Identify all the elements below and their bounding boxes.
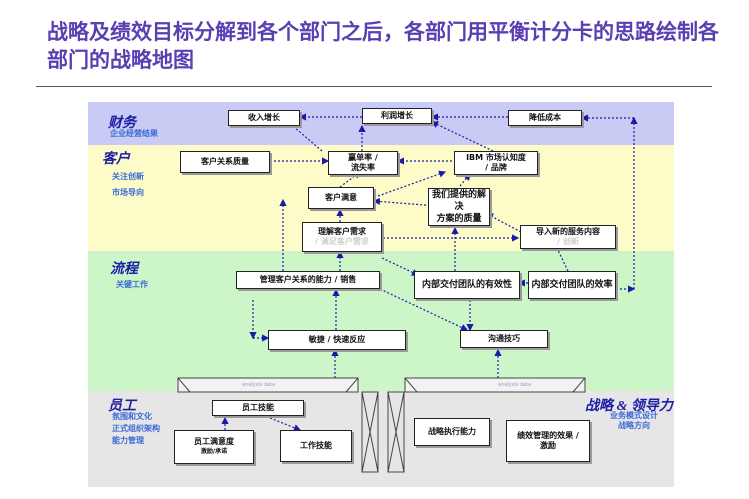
label-financial: 财务 [108,116,136,131]
box-customer-satisfaction: 客户满意 [308,187,374,209]
box-agile-response: 敏捷 / 快速反应 [268,330,406,350]
box-delivery-effectiveness: 内部交付团队的有效性 [414,271,520,299]
new-service-line-1: 导入新的服务内容 [536,227,600,236]
box-cost-reduction: 降低成本 [508,110,582,126]
title-divider [36,86,712,87]
box-ibm-brand: IBM 市场认知度 / 品牌 [454,151,538,175]
box-communication-skills: 沟通技巧 [460,330,548,348]
sub-employee-2: 正式组织架构 [112,424,160,433]
solution-line-1: 我们提供的解决 [431,190,486,212]
sub-employee-1: 氛围和文化 [112,412,152,421]
ibm-line-1: IBM 市场认知度 [466,153,526,162]
emp-sat-line-1: 员工满意度 [194,437,234,446]
box-understand-customer-needs: 理解客户需求 / 满足客户需求 [302,222,382,252]
box-work-skills: 工作技能 [280,430,352,462]
tiny-text-left: analysis data [242,382,276,388]
box-win-loss-rate: 赢单率 / 流失率 [328,151,398,175]
win-rate-line-1: 赢单率 / [348,153,378,162]
win-rate-line-2: 流失率 [351,163,375,172]
box-customer-relationship-quality: 客户关系质量 [180,151,270,173]
tiny-text-right: analysis data [498,382,532,388]
solution-line-2: 方案的质量 [436,214,482,224]
understand-line-2: / 满足客户需求 [315,237,369,246]
emp-sat-line-2: 激励/承诺 [200,448,228,455]
box-profit-growth: 利润增长 [362,108,432,124]
box-employee-skills: 员工技能 [212,400,304,416]
sub-employee-3: 能力管理 [112,436,144,445]
page-title: 战略及绩效目标分解到各个部门之后，各部门用平衡计分卡的思路绘制各部门的战略地图 [47,19,719,72]
box-manage-customer-relationship: 管理客户关系的能力 / 销售 [236,271,380,289]
ibm-line-2: / 品牌 [485,163,507,172]
sub-customer-2: 市场导向 [112,188,144,197]
box-solution-quality: 我们提供的解决 方案的质量 [428,188,490,226]
box-delivery-efficiency: 内部交付团队的效率 [528,271,616,299]
box-employee-satisfaction: 员工满意度 激励/承诺 [174,430,254,464]
sub-customer-1: 关注创新 [112,172,144,181]
box-strategy-execution: 战略执行能力 [414,418,490,446]
box-performance-management: 绩效管理的效果 / 激励 [506,420,590,462]
box-revenue-growth: 收入增长 [228,110,300,126]
label-customer: 客户 [102,152,130,167]
label-employee: 员工 [108,399,136,414]
label-leadership: 战略 & 领导力 [585,399,673,414]
box-new-services: 导入新的服务内容 / 创新 [520,225,616,249]
understand-line-1: 理解客户需求 [318,227,366,236]
perf-line-1: 绩效管理的效果 / [517,431,579,440]
label-process: 流程 [110,262,138,277]
perf-line-2: 激励 [540,441,556,450]
sub-leadership-1: 业务模式设计 [610,411,658,420]
new-service-line-2: / 创新 [557,237,579,246]
sub-process: 关键工作 [116,280,148,289]
sub-financial: 企业经营结果 [110,129,158,138]
sub-leadership-2: 战略方向 [618,421,650,430]
